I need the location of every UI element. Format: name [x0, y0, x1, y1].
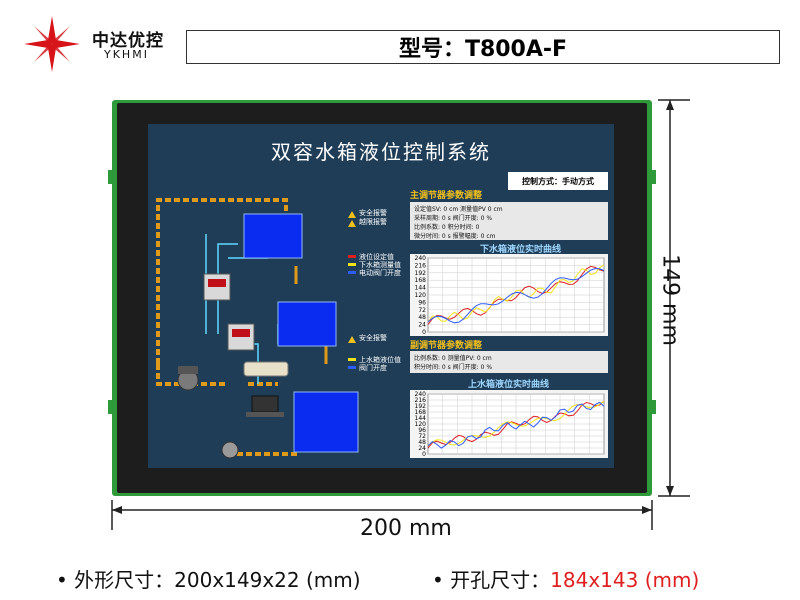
- trend-line: [427, 264, 605, 323]
- y-tick-label: 240: [415, 391, 427, 398]
- y-tick-label: 72: [418, 433, 426, 440]
- pcb-tab: [108, 400, 114, 414]
- legend-swatch: [348, 263, 356, 266]
- y-tick-label: 120: [415, 292, 427, 299]
- y-tick-label: 96: [418, 427, 426, 434]
- panel-row: 设定值SV: 0 cm 测量值PV 0 cm: [414, 206, 503, 213]
- middle-tank: [277, 301, 337, 347]
- height-dimension-label: 149 mm: [657, 254, 683, 346]
- supply-pipe: [156, 364, 228, 386]
- y-tick-label: 48: [418, 314, 426, 321]
- y-tick-label: 96: [418, 299, 426, 306]
- warning-icon: [348, 211, 356, 218]
- sub-regulator-title: 副调节器参数调整: [410, 341, 483, 351]
- alarm-label: 越限报警: [359, 218, 387, 226]
- upper-chart-title: 上水箱液位实时曲线: [468, 380, 550, 390]
- warning-icon: [348, 336, 356, 343]
- control-mode-label: 控制方式：手动方式: [508, 172, 608, 190]
- upper-tank: [243, 213, 303, 259]
- trend-line: [427, 265, 605, 325]
- brand-name-cn: 中达优控: [92, 31, 164, 51]
- flowmeter: [243, 361, 289, 377]
- y-tick-label: 192: [415, 270, 427, 277]
- y-tick-label: 0: [422, 451, 426, 458]
- trend-line: [427, 401, 605, 449]
- panel-row: 积分时间: 0 s 阀门开度: 0 %: [414, 364, 493, 371]
- cutout-size-spec: • 开孔尺寸：184x143 (mm): [432, 564, 699, 593]
- legend-swatch: [348, 366, 356, 369]
- legend-swatch: [348, 255, 356, 258]
- brand-name-en: YKHMI: [104, 48, 149, 61]
- main-regulator-title: 主调节器参数调整: [410, 191, 483, 201]
- y-tick-label: 168: [415, 277, 427, 284]
- y-tick-label: 216: [415, 397, 427, 404]
- y-tick-label: 24: [418, 322, 426, 329]
- screen-title: 双容水箱液位控制系统: [271, 140, 491, 164]
- main-regulator-panel: 设定值SV: 0 cm 测量值PV 0 cm 采样周期: 0 s 阀门开度: 0…: [410, 202, 608, 240]
- y-tick-label: 192: [415, 403, 427, 410]
- alarm-label: 安全报警: [359, 209, 387, 217]
- legend-swatch: [348, 271, 356, 274]
- panel-row: 采样周期: 0 s 阀门开度: 0 %: [414, 215, 493, 222]
- y-tick-label: 216: [415, 262, 427, 269]
- cutout-size-value: 184x143 (mm): [550, 568, 700, 592]
- y-tick-label: 168: [415, 409, 427, 416]
- legend-label: 上水箱液位值: [359, 356, 401, 364]
- y-tick-label: 240: [415, 255, 427, 262]
- hmi-screen: 双容水箱液位控制系统 控制方式：手动方式: [148, 124, 614, 468]
- model-label: 型号：T800A-F: [398, 37, 568, 62]
- trend-line: [427, 400, 605, 449]
- pcb-tab: [650, 170, 656, 184]
- legend-swatch: [348, 358, 356, 361]
- process-diagram: [156, 198, 359, 459]
- y-tick-label: 48: [418, 439, 426, 446]
- legend-label: 电动阀门开度: [359, 269, 401, 277]
- model-banner: 型号：T800A-F: [186, 30, 780, 64]
- sub-regulator-panel: 比例系数: 0 测量值PV: 0 cm 积分时间: 0 s 阀门开度: 0 %: [410, 351, 608, 373]
- logo-icon: [24, 16, 80, 72]
- panel-row: 比例系数: 0 积分时间: 0: [414, 224, 480, 231]
- lower-tank: [293, 391, 359, 453]
- trend-line: [427, 267, 605, 324]
- y-tick-label: 0: [422, 329, 426, 336]
- outer-size-spec: • 外形尺寸：200x149x22 (mm): [56, 568, 361, 592]
- y-tick-label: 144: [415, 415, 427, 422]
- y-tick-label: 144: [415, 285, 427, 292]
- panel-row: 微分时间: 0 s 报警幅度: 0 cm: [414, 233, 496, 240]
- pcb-tab: [108, 170, 114, 184]
- pcb-tab: [650, 400, 656, 414]
- signal-line: [217, 243, 238, 334]
- legend-label: 阀门开度: [359, 364, 387, 372]
- legend-label: 液位设定值: [359, 253, 394, 261]
- lower-chart-title: 下水箱液位实时曲线: [480, 245, 562, 255]
- y-tick-label: 72: [418, 307, 426, 314]
- alarm-label: 安全报警: [359, 334, 387, 342]
- panel-row: 比例系数: 0 测量值PV: 0 cm: [414, 355, 492, 362]
- cutout-size-label: • 开孔尺寸：: [432, 568, 551, 592]
- pump: [221, 441, 239, 459]
- width-dimension-label: 200 mm: [360, 516, 452, 541]
- y-tick-label: 24: [418, 445, 426, 452]
- legend-label: 下水箱测量值: [359, 261, 401, 269]
- warning-icon: [348, 220, 356, 227]
- y-tick-label: 120: [415, 421, 427, 428]
- supply-pipe: [156, 198, 288, 364]
